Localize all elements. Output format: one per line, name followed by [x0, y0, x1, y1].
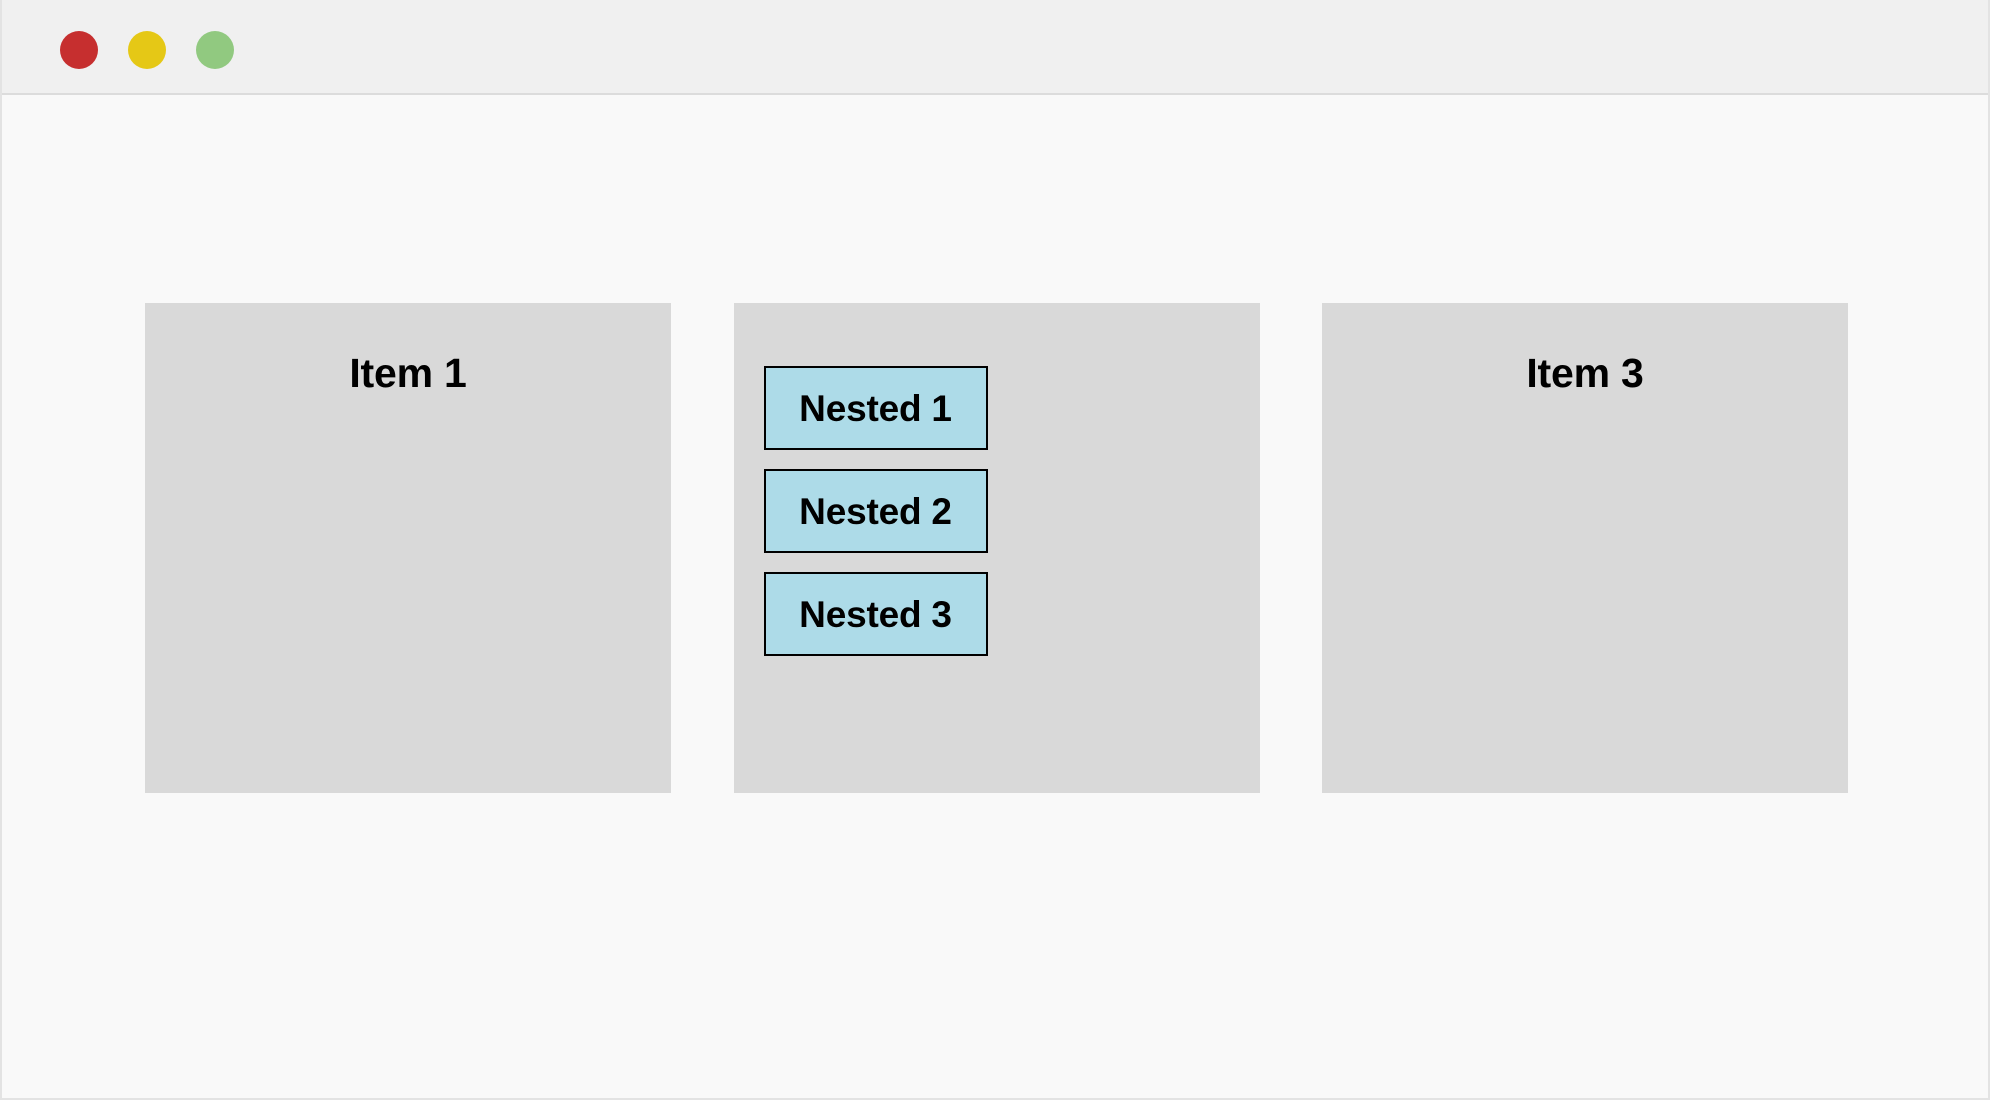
nested-item-3[interactable]: Nested 3	[763, 572, 988, 656]
nested-item-2-label: Nested 2	[799, 490, 952, 532]
close-dot-icon[interactable]	[60, 31, 98, 69]
flex-item-2[interactable]: Nested 1 Nested 2 Nested 3	[733, 303, 1260, 793]
window-controls	[60, 31, 234, 69]
flex-item-3-label: Item 3	[1526, 350, 1644, 396]
maximize-dot-icon[interactable]	[196, 31, 234, 69]
flex-item-1-label: Item 1	[349, 350, 467, 396]
window-titlebar	[2, 0, 1988, 95]
flex-item-1[interactable]: Item 1	[145, 303, 671, 793]
minimize-dot-icon[interactable]	[128, 31, 166, 69]
flex-item-3[interactable]: Item 3	[1322, 303, 1848, 793]
nested-item-1-label: Nested 1	[799, 387, 952, 429]
nested-item-3-label: Nested 3	[799, 593, 952, 635]
nested-flex-container: Nested 1 Nested 2 Nested 3	[763, 366, 1230, 656]
page-body: Item 1 Nested 1 Nested 2 Nested 3 Item 3	[2, 97, 1988, 1096]
nested-item-2[interactable]: Nested 2	[763, 469, 988, 553]
nested-item-1[interactable]: Nested 1	[763, 366, 988, 450]
flex-container: Item 1 Nested 1 Nested 2 Nested 3 Item 3	[145, 303, 1848, 793]
